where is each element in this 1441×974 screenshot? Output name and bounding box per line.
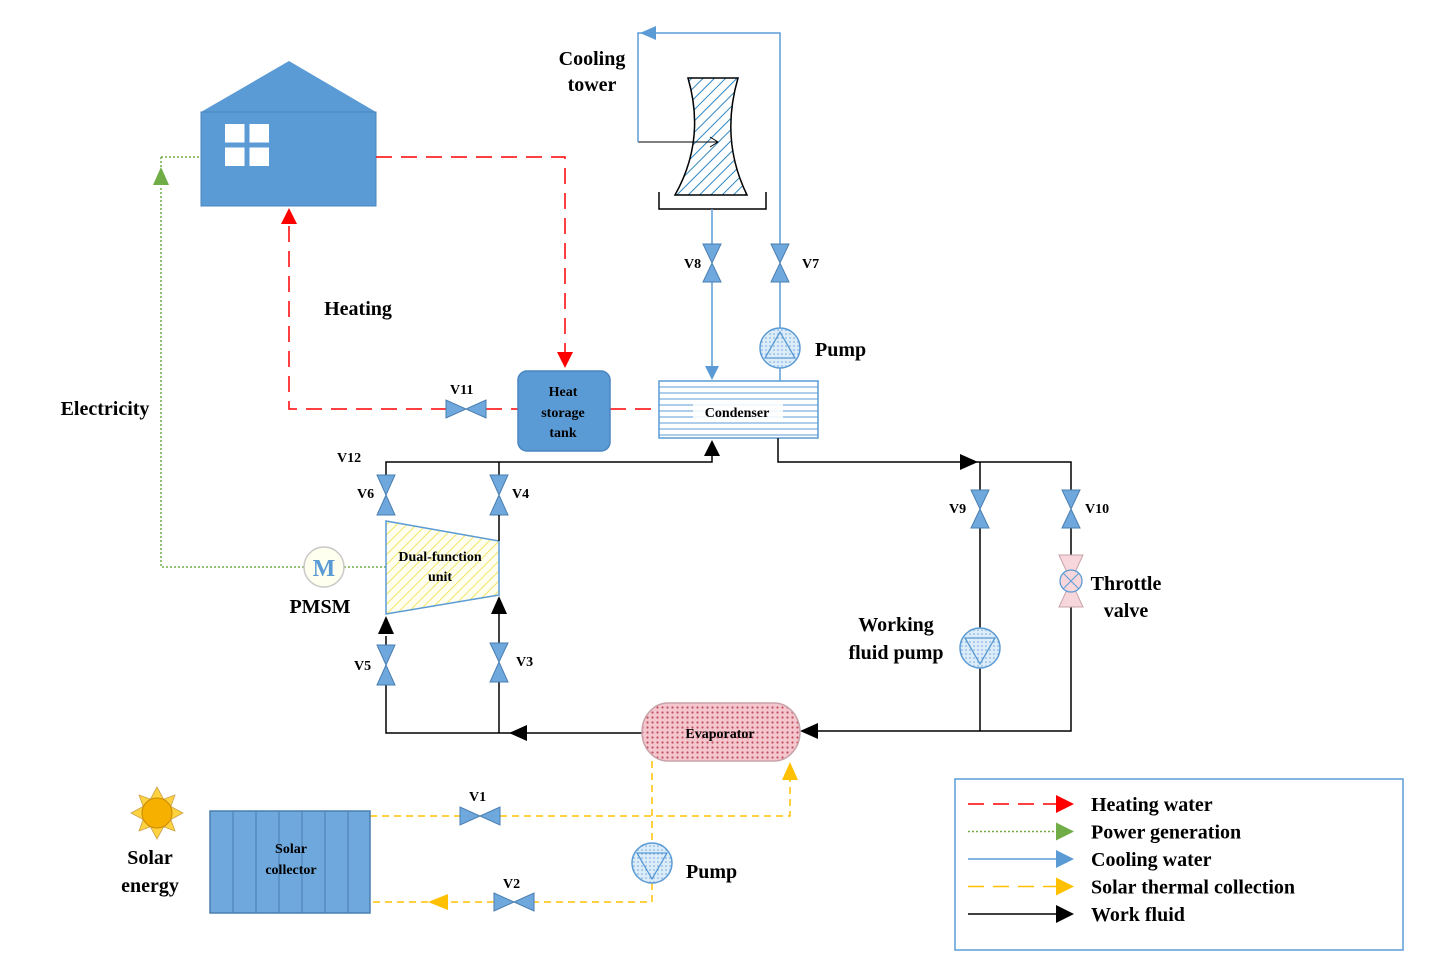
valve-v2[interactable] xyxy=(493,892,535,912)
valve-v11[interactable] xyxy=(445,399,487,419)
heating-water-lines xyxy=(288,156,659,410)
sun-icon xyxy=(130,786,184,840)
heating-arrow-house xyxy=(281,208,297,224)
work-fluid-lines xyxy=(385,438,1072,734)
dual-function-label-1: Dual-function xyxy=(398,550,481,565)
valve-v12-label: V12 xyxy=(337,451,361,466)
cooling-arrow-top xyxy=(640,26,656,40)
legend-arrow-2 xyxy=(1056,850,1074,868)
work-arrow-condenser xyxy=(704,440,720,456)
heat-storage-label-1: Heat xyxy=(549,385,578,400)
solar-arrow-evaporator xyxy=(782,762,798,780)
heating-label: Heating xyxy=(324,298,392,320)
valve-v9[interactable] xyxy=(970,489,990,529)
valve-v7[interactable] xyxy=(770,243,790,283)
work-arrow-v3 xyxy=(491,596,507,614)
valve-v5-label: V5 xyxy=(354,659,371,674)
legend-box xyxy=(954,778,1404,951)
valve-v9-label: V9 xyxy=(949,502,966,517)
heat-storage-label-3: tank xyxy=(549,426,576,441)
pmsm-motor xyxy=(303,546,345,588)
throttle-valve[interactable] xyxy=(1058,554,1084,608)
pmsm-label: PMSM xyxy=(289,596,350,618)
work-arrow-v5 xyxy=(378,616,394,634)
heating-arrow-tank xyxy=(557,352,573,368)
cooling-arrow-condenser xyxy=(705,366,719,380)
valve-v1[interactable] xyxy=(459,806,501,826)
house-window xyxy=(225,124,269,166)
valve-v1-label: V1 xyxy=(469,790,486,805)
cooling-tower xyxy=(638,77,767,210)
wf-pump-label-1: Working xyxy=(858,614,934,636)
solar-pump-label: Pump xyxy=(686,861,737,883)
legend-arrow-3 xyxy=(1056,877,1074,896)
valve-v6-label: V6 xyxy=(357,487,374,502)
legend-arrow-0 xyxy=(1056,795,1074,813)
valve-v5[interactable] xyxy=(376,644,396,686)
valve-v3[interactable] xyxy=(489,642,509,683)
valve-v3-label: V3 xyxy=(516,655,533,670)
solar-collector-label-1: Solar xyxy=(275,842,307,857)
work-arrow-right xyxy=(960,454,978,470)
solar-energy-label-1: Solar xyxy=(127,847,173,869)
legend-label-4: Work fluid xyxy=(1091,904,1185,926)
solar-arrow-collector xyxy=(428,894,448,910)
throttle-label-2: valve xyxy=(1104,600,1149,622)
valve-v10[interactable] xyxy=(1061,489,1081,529)
valve-v11-label: V11 xyxy=(450,383,473,398)
evaporator-label: Evaporator xyxy=(685,727,754,742)
cooling-tower-label-1: Cooling xyxy=(559,48,626,70)
solar-collector xyxy=(209,810,371,914)
legend-label-1: Power generation xyxy=(1091,822,1241,844)
legend-arrow-4 xyxy=(1056,905,1074,923)
house-roof xyxy=(201,61,376,112)
work-arrow-left xyxy=(509,725,527,741)
valve-v8-label: V8 xyxy=(684,257,701,272)
legend-arrow-1 xyxy=(1056,822,1074,841)
evaporator xyxy=(641,702,801,762)
motor-letter: M xyxy=(313,556,336,582)
electricity-label: Electricity xyxy=(61,398,150,420)
power-line-lower xyxy=(160,186,304,568)
cooling-pump-label: Pump xyxy=(815,339,866,361)
power-arrow xyxy=(153,167,169,185)
solar-lines xyxy=(370,761,791,903)
valve-v6[interactable] xyxy=(376,474,396,516)
house xyxy=(200,61,377,207)
heat-storage-label-2: storage xyxy=(541,406,585,421)
legend-label-3: Solar thermal collection xyxy=(1091,877,1295,899)
working-fluid-pump[interactable] xyxy=(959,627,1001,669)
heat-storage-tank xyxy=(517,370,611,452)
legend-label-0: Heating water xyxy=(1091,794,1213,816)
solar-energy-label-2: energy xyxy=(121,875,179,897)
dual-function-unit xyxy=(385,520,500,615)
cooling-pump[interactable] xyxy=(759,327,801,369)
cooling-water-lines xyxy=(637,32,781,381)
solar-pump[interactable] xyxy=(631,842,673,884)
condenser-label: Condenser xyxy=(705,406,770,421)
work-arrow-evaporator xyxy=(800,723,818,739)
throttle-label-1: Throttle xyxy=(1091,573,1162,595)
valve-v2-label: V2 xyxy=(503,877,520,892)
solar-collector-label-2: collector xyxy=(265,863,316,878)
valve-v4[interactable] xyxy=(489,474,509,516)
dual-function-label-2: unit xyxy=(428,570,452,585)
wf-pump-label-2: fluid pump xyxy=(848,642,943,664)
valve-v8[interactable] xyxy=(702,243,722,283)
legend-label-2: Cooling water xyxy=(1091,849,1212,871)
cooling-tower-label-2: tower xyxy=(568,74,617,96)
valve-v4-label: V4 xyxy=(512,487,529,502)
valve-v7-label: V7 xyxy=(802,257,819,272)
valve-v10-label: V10 xyxy=(1085,502,1109,517)
